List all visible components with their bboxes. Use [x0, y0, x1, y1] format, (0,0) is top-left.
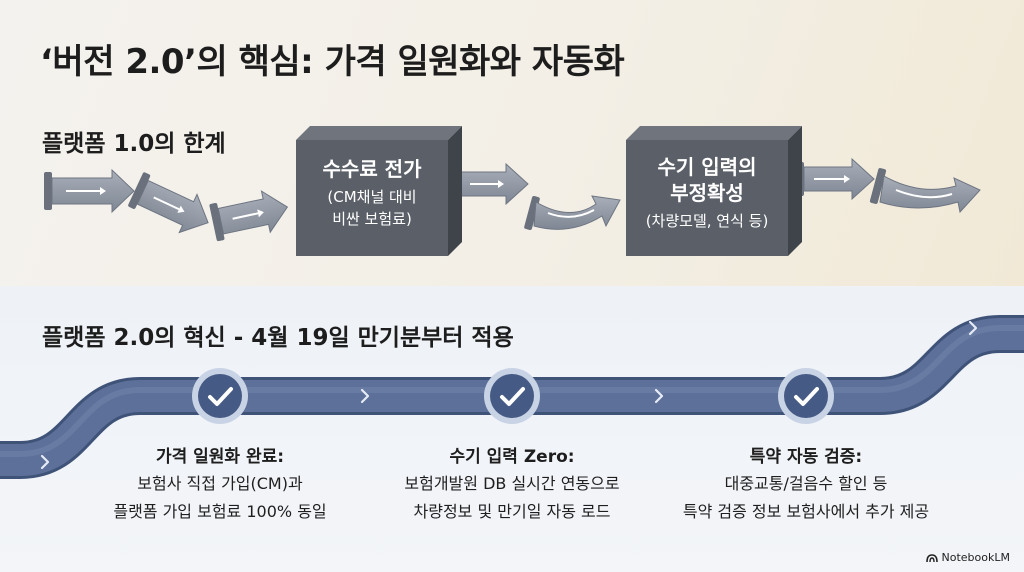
brand-watermark: NotebookLM	[925, 551, 1010, 564]
milestone-title: 특약 자동 검증:	[749, 447, 863, 467]
brand-label: NotebookLM	[941, 551, 1010, 564]
problem-sub-line: (차량모델, 연식 등)	[645, 212, 769, 230]
problem-sub-line: 비싼 보험료)	[332, 210, 412, 228]
milestone-line: 플랫폼 가입 보험료 100% 동일	[113, 502, 327, 521]
check-icon	[778, 368, 834, 424]
problem-box-manual-input: 수기 입력의 부정확성 (차량모델, 연식 등)	[626, 126, 802, 256]
problem-box-commission: 수수료 전가 (CM채널 대비 비싼 보험료)	[296, 126, 462, 256]
flow-arrow	[128, 172, 209, 234]
platform-1-heading: 플랫폼 1.0의 한계	[42, 131, 226, 157]
milestone-line: 대중교통/걸음수 할인 등	[724, 474, 888, 493]
flow-arrow	[869, 168, 981, 214]
milestone-line: 특약 검증 정보 보험사에서 추가 제공	[682, 502, 930, 521]
milestone-caption-price: 가격 일원화 완료: 보험사 직접 가입(CM)과 플랫폼 가입 보험료 100…	[80, 444, 360, 526]
chevron-right-icon	[968, 320, 978, 336]
flow-arrow	[209, 190, 289, 242]
milestone-title: 가격 일원화 완료:	[155, 447, 285, 467]
notebooklm-logo-icon	[925, 553, 938, 562]
milestone-caption-manual-zero: 수기 입력 Zero: 보험개발원 DB 실시간 연동으로 차량정보 및 만기일…	[372, 444, 652, 526]
flow-arrow	[524, 195, 621, 231]
platform-2-section	[0, 286, 1024, 572]
flow-arrow	[44, 168, 135, 214]
platform-1-section	[0, 0, 1024, 286]
milestone-caption-rider-check: 특약 자동 검증: 대중교통/걸음수 할인 등 특약 검증 정보 보험사에서 추…	[650, 444, 962, 526]
milestone-line: 보험개발원 DB 실시간 연동으로	[404, 474, 620, 493]
page-title: ‘버전 2.0’의 핵심: 가격 일원화와 자동화	[40, 42, 625, 82]
problem-title: 수수료 전가	[322, 157, 422, 181]
milestone-title: 수기 입력 Zero:	[449, 447, 575, 467]
check-icon	[484, 368, 540, 424]
milestone-line: 차량정보 및 만기일 자동 로드	[413, 502, 611, 521]
problem-title-line: 수기 입력의	[657, 155, 757, 179]
problem-title-line: 부정확성	[670, 181, 744, 205]
check-icon	[192, 368, 248, 424]
chevron-right-icon	[360, 388, 370, 404]
chevron-right-icon	[654, 388, 664, 404]
flow-arrows	[44, 157, 981, 242]
platform-2-heading: 플랫폼 2.0의 혁신 - 4월 19일 만기분부터 적용	[42, 325, 514, 351]
milestone-line: 보험사 직접 가입(CM)과	[137, 474, 303, 493]
chevron-right-icon	[40, 454, 50, 470]
problem-sub-line: (CM채널 대비	[327, 188, 417, 206]
